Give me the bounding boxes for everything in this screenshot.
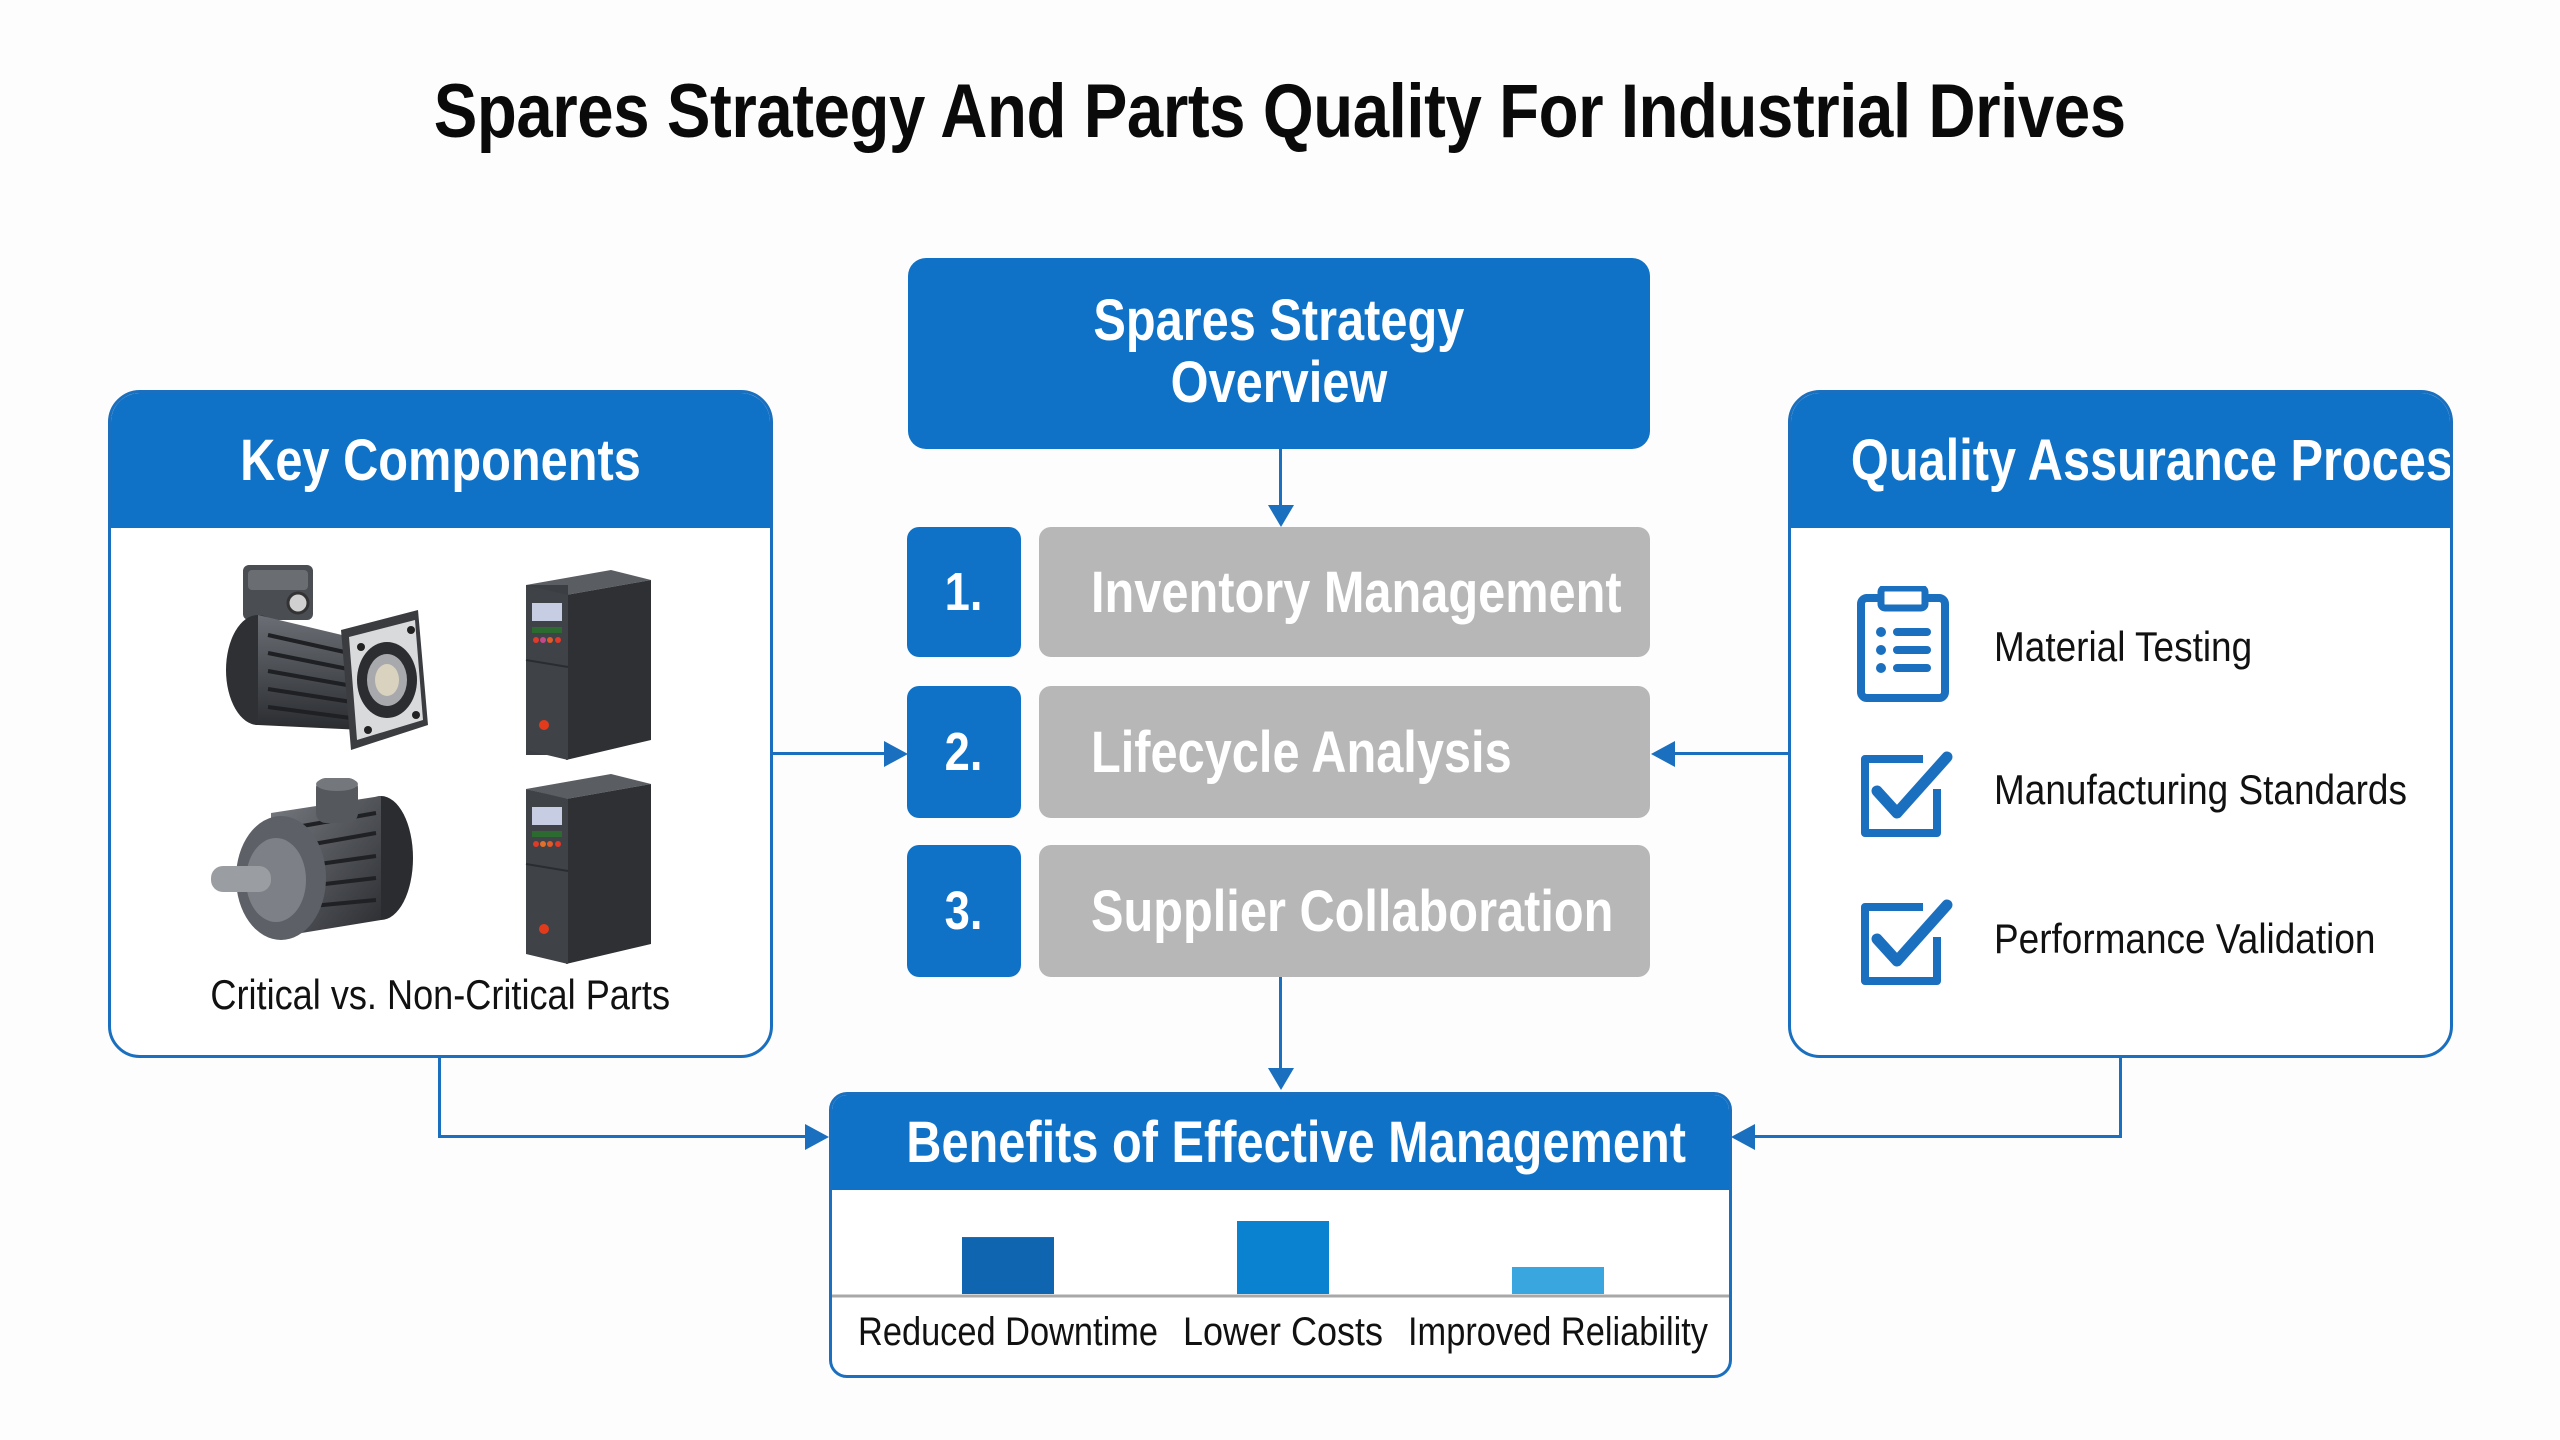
connector-line: [438, 1056, 441, 1138]
drive-unit-icon: [525, 774, 651, 964]
caption-text: Critical vs. Non-Critical Parts: [210, 971, 671, 1018]
overview-title-line1: Spares Strategy: [908, 290, 1650, 352]
step-label: Lifecycle Analysis: [1091, 719, 1512, 785]
x-tick-label: Reduced Downtime: [858, 1310, 1158, 1354]
arrow-left-icon: [1731, 1124, 1755, 1150]
overview-title-line1-text: Spares Strategy: [1093, 288, 1465, 353]
key-components-caption: Critical vs. Non-Critical Parts: [111, 971, 770, 1019]
servo-motor-icon: [226, 565, 428, 750]
key-components-panel: Key Components: [108, 390, 773, 1058]
benefits-chart: Reduced Downtime Lower Costs Improved Reli…: [832, 1221, 1729, 1354]
clipboard-list-icon: [1857, 586, 1949, 702]
qa-item-performance-validation: Performance Validation: [1994, 915, 2427, 963]
connector-line: [1279, 449, 1282, 509]
key-components-header-text: Key Components: [240, 428, 641, 493]
drive-unit-icon: [525, 570, 651, 760]
qa-item-manufacturing-standards: Manufacturing Standards: [1994, 766, 2450, 814]
x-tick-label: Improved Reliability: [1408, 1310, 1708, 1354]
page-title: Spares Strategy And Parts Quality For In…: [0, 68, 2560, 155]
benefits-header-text: Benefits of Effective Management: [906, 1110, 1686, 1175]
connector-line: [772, 752, 888, 755]
arrow-left-icon: [1651, 741, 1675, 767]
key-components-header: Key Components: [111, 393, 770, 528]
quality-assurance-header: Quality Assurance Process: [1791, 393, 2450, 528]
bar-improved-reliability: [1512, 1266, 1604, 1294]
bar-lower-costs: [1237, 1221, 1329, 1294]
overview-title-line2-text: Overview: [1170, 350, 1388, 415]
x-tick-label: Lower Costs: [1183, 1310, 1383, 1354]
step-supplier-collaboration[interactable]: Supplier Collaboration: [1039, 845, 1650, 977]
arrow-right-icon: [884, 741, 908, 767]
connector-line: [438, 1135, 808, 1138]
qa-item-material-testing: Material Testing: [1994, 623, 2287, 671]
step-number-2: 2.: [907, 686, 1021, 818]
step-number-1: 1.: [907, 527, 1021, 657]
checkbox-checked-icon: [1861, 751, 1953, 837]
arrow-right-icon: [805, 1124, 829, 1150]
connector-line: [1753, 1135, 2122, 1138]
quality-assurance-header-text: Quality Assurance Process: [1850, 428, 2453, 493]
connector-line: [2119, 1056, 2122, 1138]
benefits-header: Benefits of Effective Management: [832, 1095, 1729, 1190]
induction-motor-icon: [211, 778, 413, 940]
quality-assurance-panel: Quality Assurance Process Material Testi…: [1788, 390, 2453, 1058]
step-label: Inventory Management: [1091, 559, 1622, 625]
qa-item-label: Material Testing: [1994, 623, 2253, 670]
spares-overview-box: Spares Strategy Overview: [908, 258, 1650, 449]
qa-item-label: Manufacturing Standards: [1994, 766, 2407, 813]
page-title-text: Spares Strategy And Parts Quality For In…: [434, 69, 2126, 154]
qa-item-label: Performance Validation: [1994, 915, 2376, 962]
step-number-text: 2.: [945, 722, 983, 782]
step-inventory-management[interactable]: Inventory Management: [1039, 527, 1650, 657]
step-number-text: 3.: [945, 881, 983, 941]
benefits-panel: Benefits of Effective Management Reduced…: [829, 1092, 1732, 1378]
arrow-down-icon: [1268, 1068, 1294, 1090]
connector-line: [1279, 977, 1282, 1072]
bar-reduced-downtime: [962, 1237, 1054, 1294]
connector-line: [1672, 752, 1788, 755]
step-lifecycle-analysis[interactable]: Lifecycle Analysis: [1039, 686, 1650, 818]
step-number-text: 1.: [945, 562, 983, 622]
step-number-3: 3.: [907, 845, 1021, 977]
arrow-down-icon: [1268, 505, 1294, 527]
checkbox-checked-icon: [1861, 899, 1953, 985]
step-label: Supplier Collaboration: [1091, 878, 1614, 944]
overview-title-line2: Overview: [908, 352, 1650, 414]
